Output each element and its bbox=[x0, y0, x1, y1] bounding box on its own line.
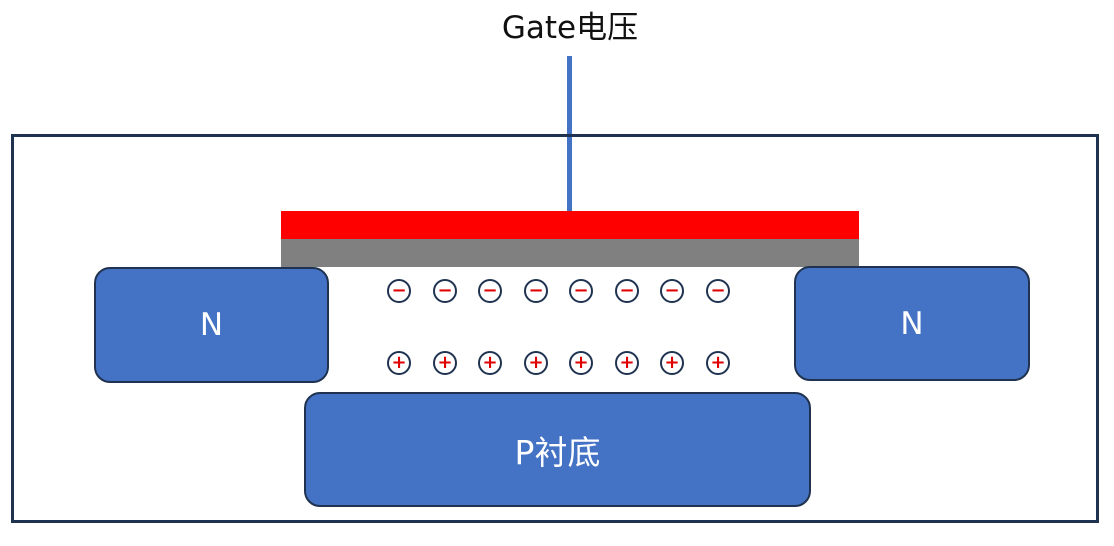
device-frame bbox=[11, 134, 1099, 523]
electron-symbol: − bbox=[660, 279, 684, 303]
hole-symbol: + bbox=[569, 351, 593, 375]
electron-symbol: − bbox=[615, 279, 639, 303]
hole-symbol: + bbox=[706, 351, 730, 375]
source-n-region: N bbox=[94, 267, 329, 383]
p-substrate-label: P衬底 bbox=[514, 432, 601, 472]
electron-symbol: − bbox=[706, 279, 730, 303]
hole-symbol: + bbox=[478, 351, 502, 375]
hole-symbol: + bbox=[660, 351, 684, 375]
electron-symbol: − bbox=[433, 279, 457, 303]
gate-metal-layer bbox=[281, 211, 859, 239]
source-n-label: N bbox=[199, 307, 224, 343]
gate-voltage-label: Gate电压 bbox=[501, 10, 639, 46]
electron-symbol: − bbox=[478, 279, 502, 303]
electron-symbol: − bbox=[569, 279, 593, 303]
hole-symbol: + bbox=[524, 351, 548, 375]
drain-n-region: N bbox=[794, 266, 1030, 381]
gate-oxide-layer bbox=[281, 239, 859, 267]
hole-symbol: + bbox=[433, 351, 457, 375]
hole-symbol: + bbox=[615, 351, 639, 375]
electron-symbol: − bbox=[387, 279, 411, 303]
electron-symbol: − bbox=[524, 279, 548, 303]
hole-symbol: + bbox=[387, 351, 411, 375]
p-substrate-region: P衬底 bbox=[304, 392, 811, 507]
drain-n-label: N bbox=[900, 305, 924, 342]
